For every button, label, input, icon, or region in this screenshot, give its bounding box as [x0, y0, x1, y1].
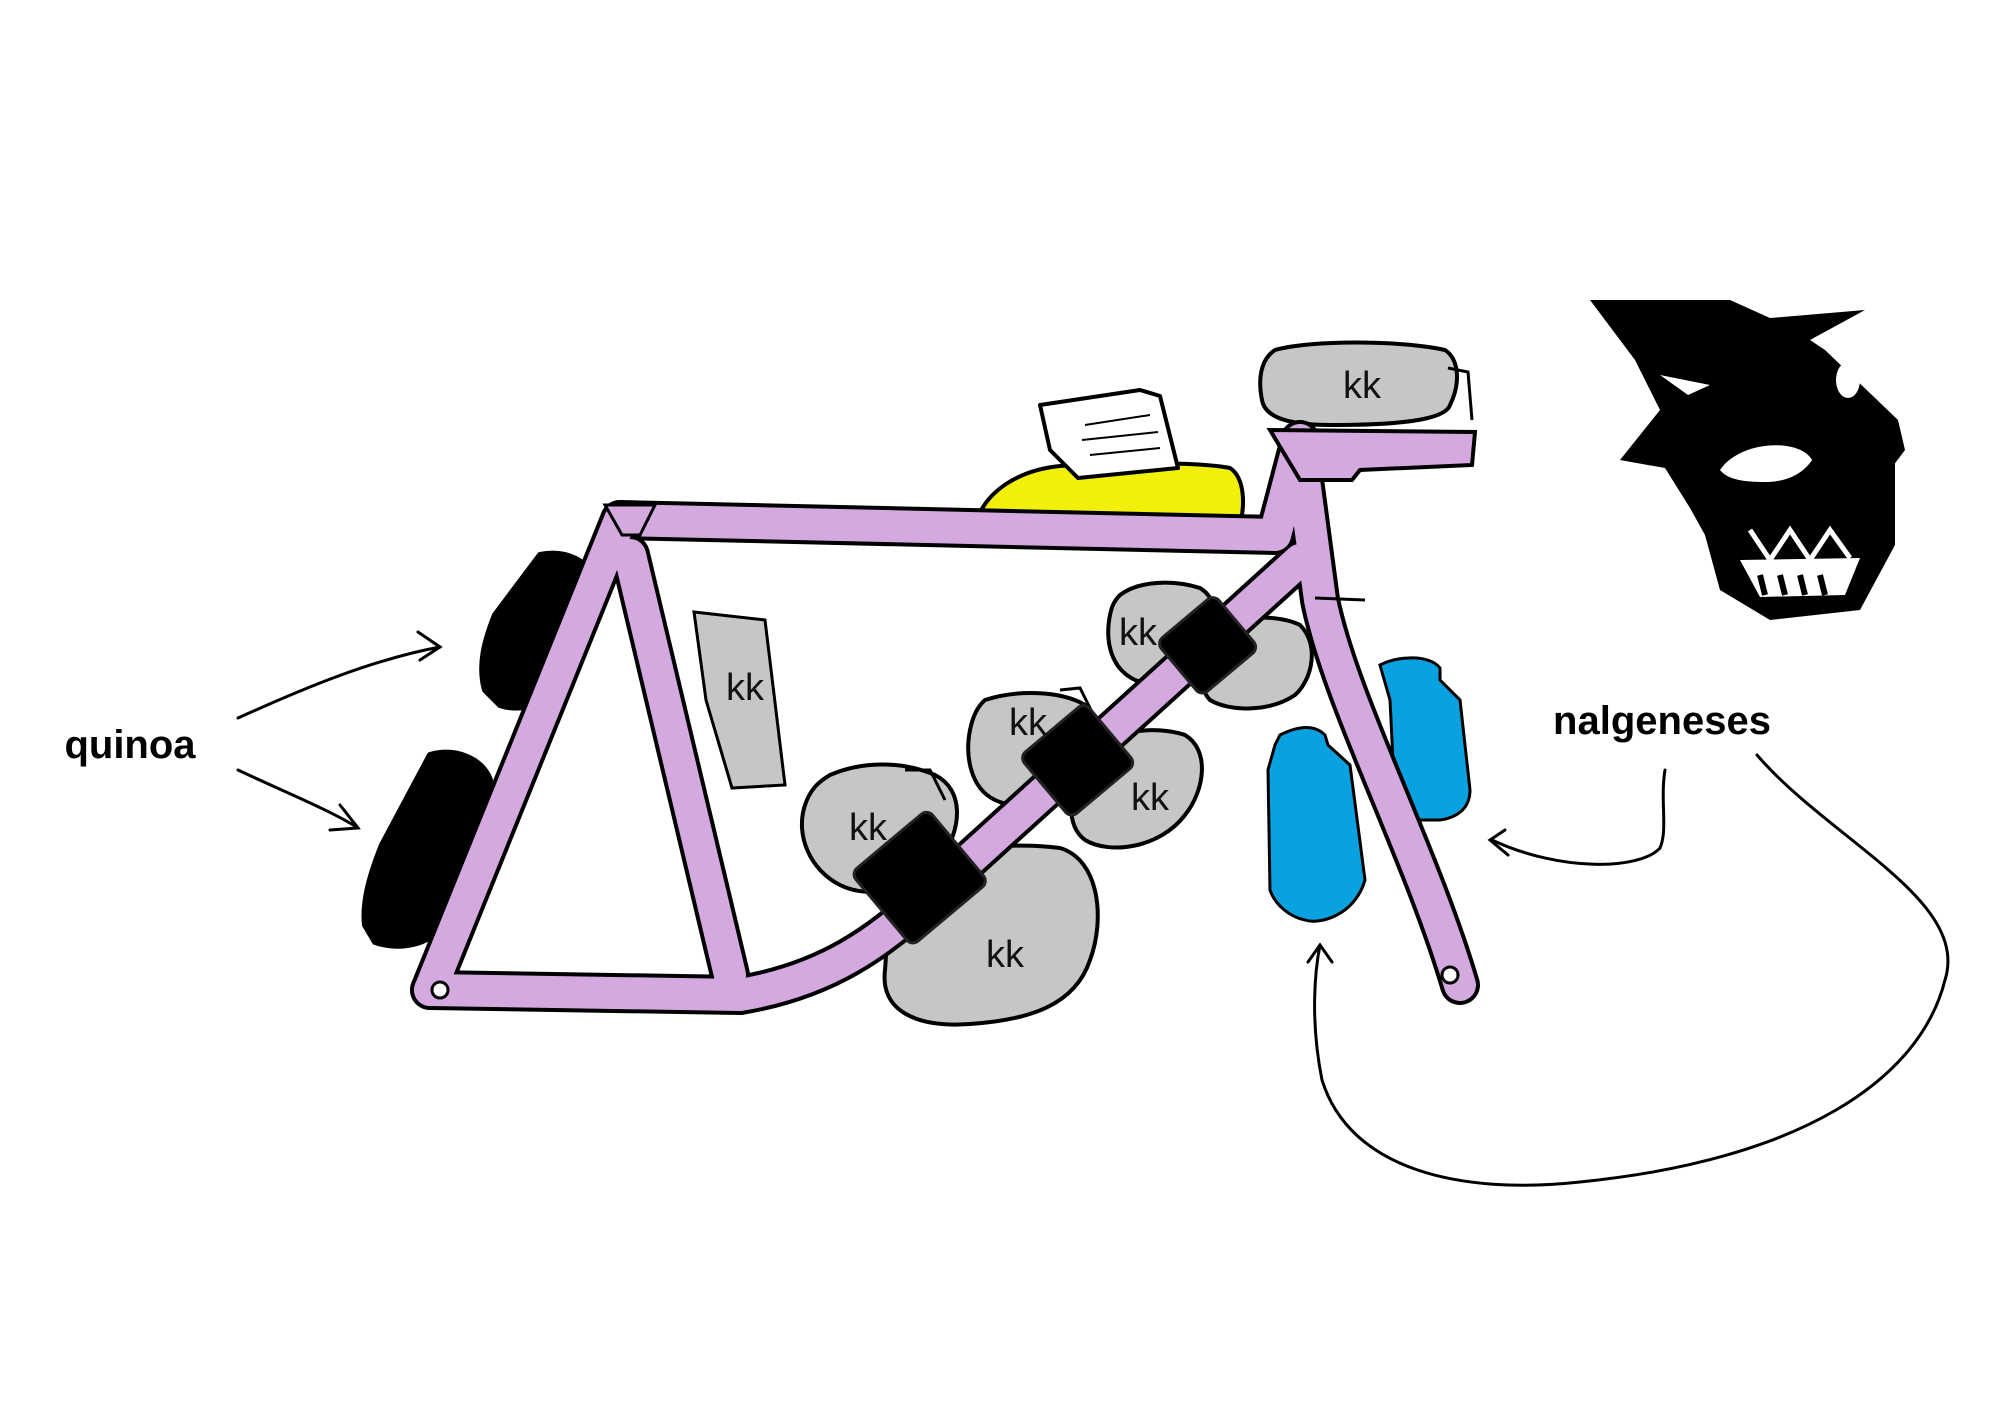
quinoa-bag-lower [361, 749, 493, 949]
paper-note-icon [1038, 388, 1180, 480]
nalgeneses-label: nalgeneses [1553, 699, 1771, 743]
bike-frame [410, 420, 1480, 1015]
kk-bag-seat-tube [692, 610, 787, 790]
kk-bag-handlebar [1258, 340, 1474, 428]
kk-label-seat-tube: kk [726, 667, 765, 709]
kk-label-upper-left: kk [1119, 612, 1158, 654]
kk-label-bottom-large: kk [986, 934, 1025, 976]
quinoa-label: quinoa [64, 723, 196, 767]
strap-middle [1021, 704, 1135, 817]
kk-label-lower-left: kk [849, 807, 888, 849]
kk-label-middle-lower: kk [1131, 777, 1170, 819]
strap-lower [852, 810, 987, 945]
nalgene-bottle-front [1266, 726, 1367, 923]
rear-dropout [430, 980, 450, 1000]
quinoa-arrows [236, 630, 443, 832]
fork-dropout [1440, 965, 1460, 985]
nalgeneses-arrows [1306, 753, 1950, 1187]
wolf-head-logo-icon [1590, 300, 1905, 620]
kk-label-handlebar: kk [1343, 365, 1382, 407]
kk-label-middle-upper: kk [1009, 702, 1048, 744]
strap-upper [1158, 596, 1258, 695]
